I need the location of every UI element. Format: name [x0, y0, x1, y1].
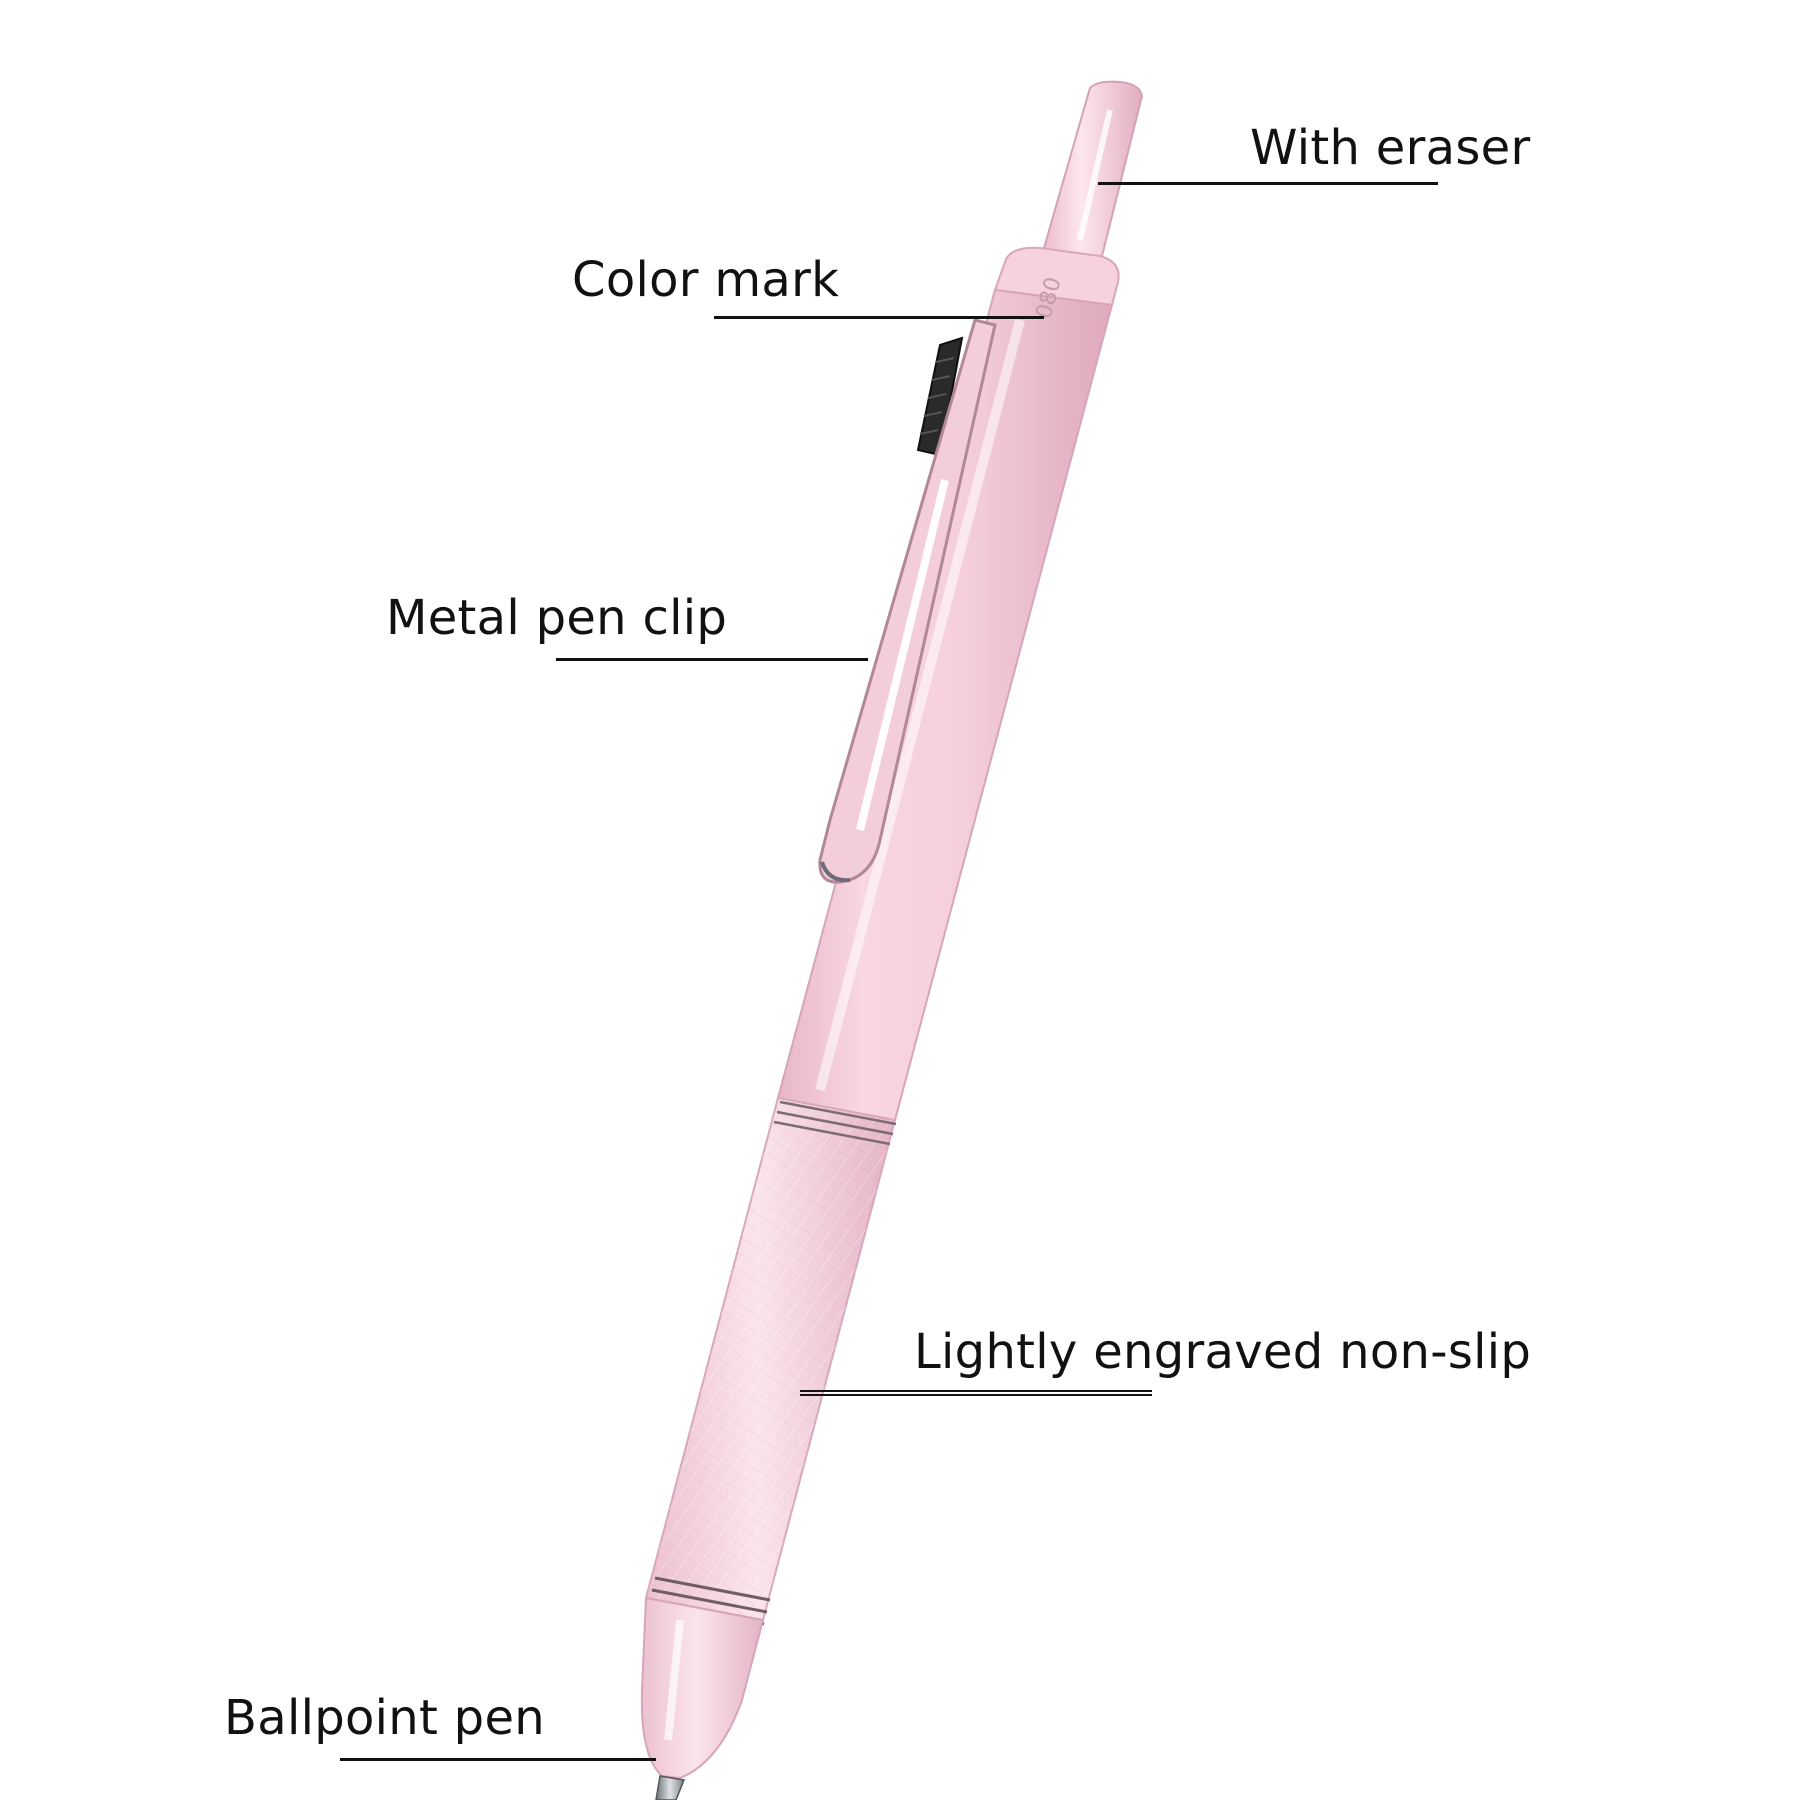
nose-highlight [664, 1619, 684, 1741]
pen-plunger [1038, 80, 1144, 274]
pen-nose-cone [640, 1596, 765, 1780]
callout-clip-label: Metal pen clip [386, 590, 728, 646]
callout-tip-line [340, 1758, 656, 1761]
plunger-highlight [1077, 109, 1113, 241]
clip-tip-shadow [820, 861, 851, 883]
slider-ridges [919, 357, 955, 435]
callout-eraser-label: With eraser [1250, 120, 1531, 176]
pen-cap-section [993, 246, 1120, 307]
grip-rings-top [773, 1100, 897, 1146]
pen-clip [818, 318, 997, 884]
barrel-highlight [815, 318, 1025, 1092]
callout-clip-line [556, 658, 868, 661]
callout-grip-line [800, 1390, 1152, 1396]
callout-tip-label: Ballpoint pen [224, 1690, 546, 1746]
ballpoint-tip [655, 1775, 686, 1800]
callout-color-mark-label: Color mark [572, 252, 840, 308]
callout-color-mark-line [714, 316, 1044, 319]
callout-eraser-line [1098, 182, 1438, 185]
grip-texture [646, 1098, 895, 1620]
clip-highlight [856, 479, 949, 831]
callout-grip-label: Lightly engraved non-slip [914, 1324, 1532, 1380]
